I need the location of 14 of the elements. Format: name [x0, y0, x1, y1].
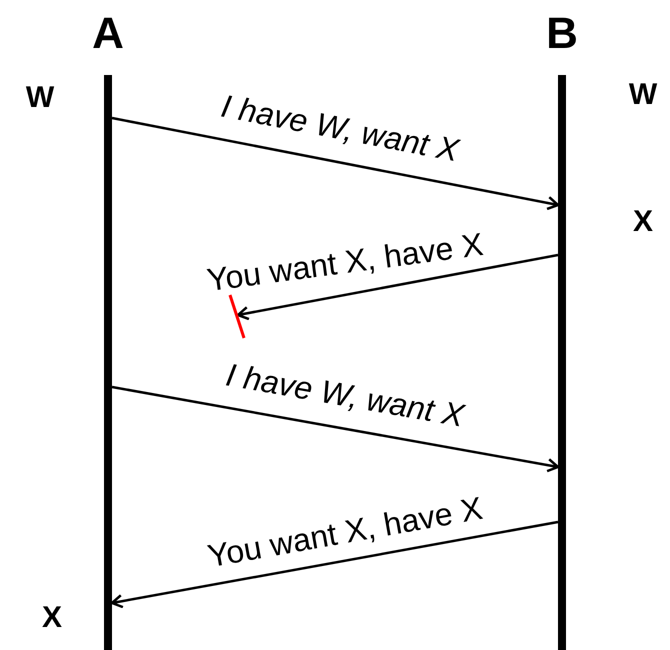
message-arrow	[112, 116, 560, 210]
lifeline-heading: B	[546, 12, 578, 56]
state-label: W	[26, 83, 54, 113]
message-arrow	[110, 520, 558, 608]
edge-label: You want X, have X	[205, 492, 485, 572]
edge-label: You want X, have X	[205, 228, 485, 296]
state-label: X	[633, 207, 653, 237]
state-label: W	[628, 80, 658, 110]
edge-label: I have W, want X	[218, 90, 462, 166]
message-arrow	[112, 386, 560, 472]
message-arrow	[236, 254, 558, 320]
edge-label: I have W, want X	[224, 358, 466, 432]
lifeline-heading: A	[92, 12, 124, 56]
state-label: X	[42, 603, 62, 633]
